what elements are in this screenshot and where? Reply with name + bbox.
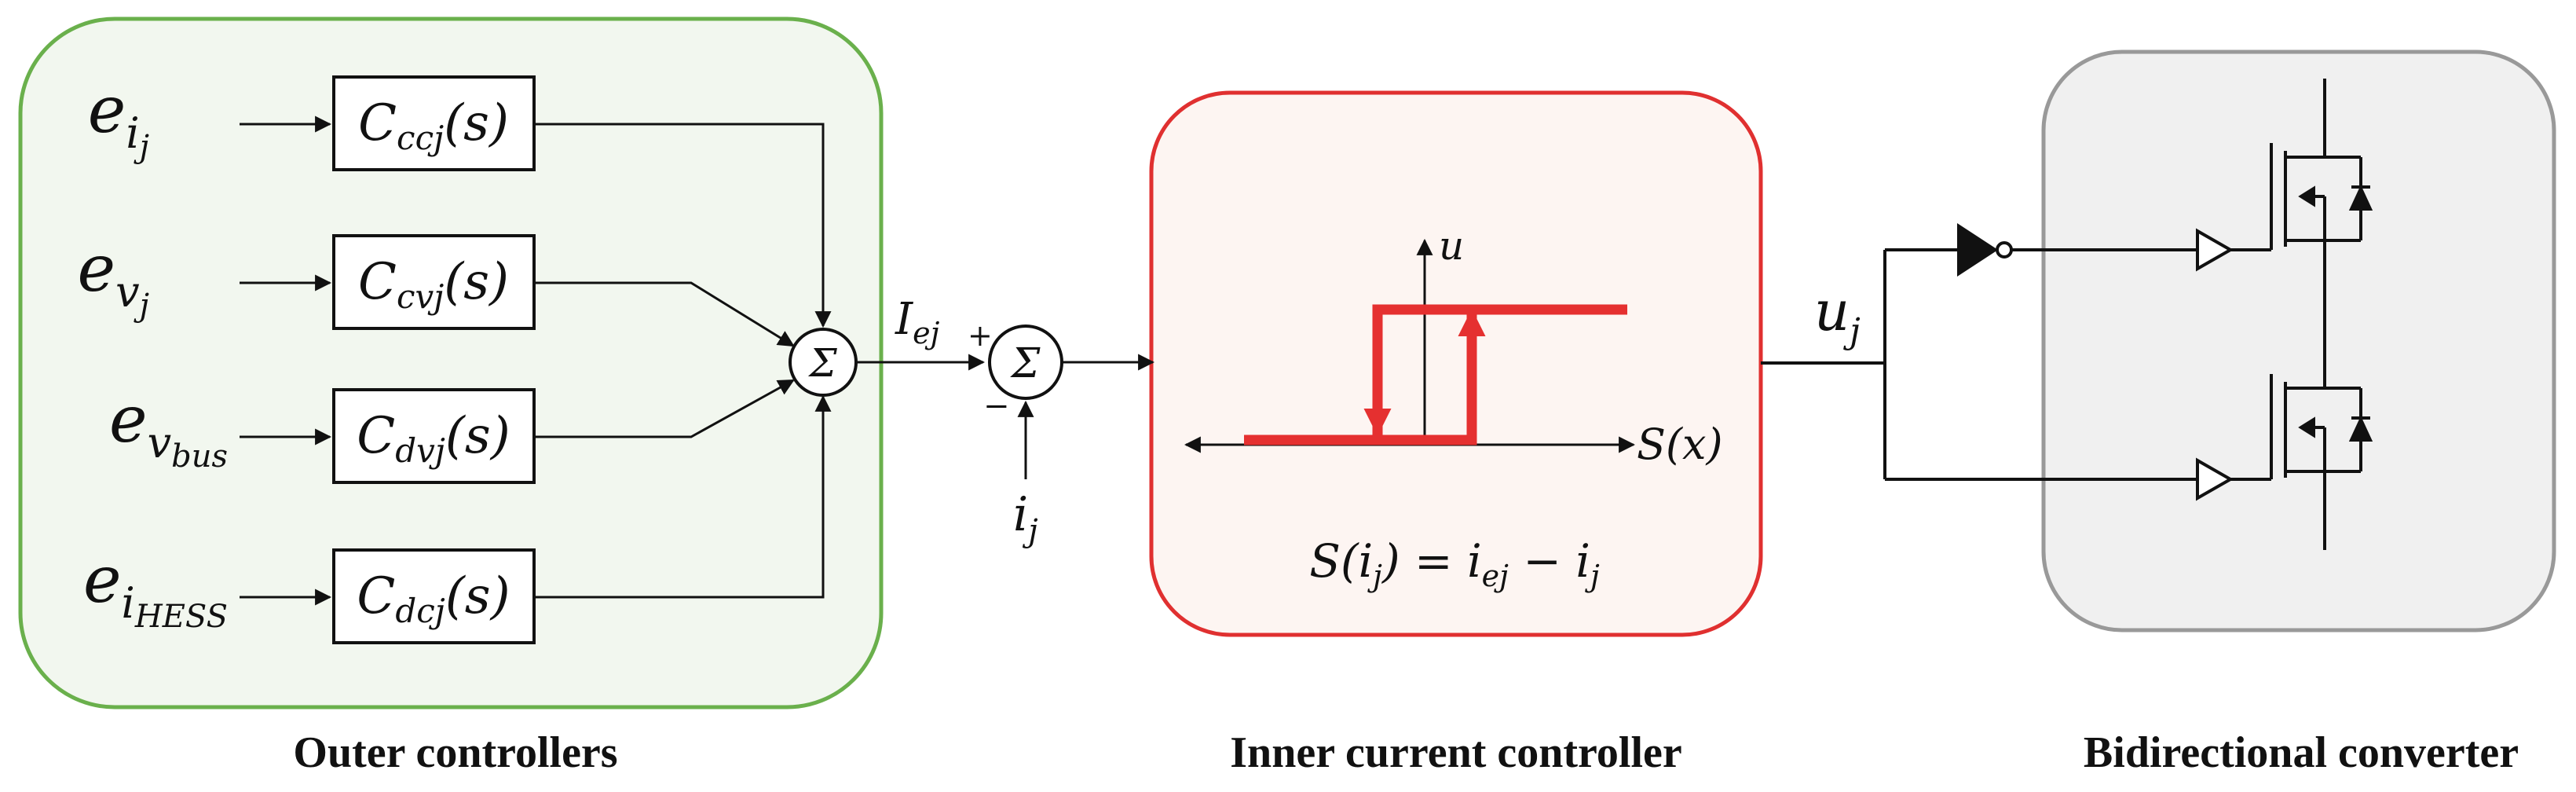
error-signal-e-vbus: evbus bbox=[109, 383, 228, 475]
block-c-cvj-label: Ccvj(s) bbox=[358, 253, 509, 316]
summation-symbol-outer: Σ bbox=[807, 340, 837, 386]
block-c-ccj-label: Cccj(s) bbox=[358, 94, 509, 157]
wire-dcj-to-sum bbox=[534, 394, 832, 599]
inner-current-controller-label: Inner current controller bbox=[1230, 728, 1681, 777]
inverter-gate bbox=[1957, 223, 1998, 277]
summation-symbol-current: Σ bbox=[1010, 340, 1041, 387]
wire-cvj-to-sum bbox=[534, 281, 795, 347]
feedback-current-label: ij bbox=[1013, 487, 1038, 549]
mosfet-bottom-icon bbox=[2260, 369, 2373, 550]
reference-current-label: Iej bbox=[895, 294, 940, 350]
block-c-dvj bbox=[332, 388, 536, 484]
block-c-dcj-label: Cdcj(s) bbox=[357, 567, 510, 630]
mosfet-top-icon bbox=[2260, 79, 2373, 369]
error-signal-e-ihess: eiHESS bbox=[83, 543, 228, 635]
bidirectional-converter-panel bbox=[2041, 50, 2556, 632]
bidirectional-converter-label: Bidirectional converter bbox=[2084, 728, 2519, 777]
u-axis-label: u bbox=[1439, 223, 1464, 269]
gate-driver-bottom bbox=[2196, 457, 2234, 501]
inverter-bubble bbox=[1996, 241, 2013, 258]
wire-dvj-to-sum bbox=[534, 379, 795, 438]
gate-driver-top bbox=[2196, 228, 2234, 272]
block-c-dvj-label: Cdvj(s) bbox=[357, 407, 510, 470]
error-signal-e-vj: evj bbox=[78, 232, 149, 324]
outer-controllers-label: Outer controllers bbox=[293, 728, 617, 777]
error-signal-e-ij: eij bbox=[88, 73, 149, 165]
switching-signal-label: uj bbox=[1814, 279, 1861, 351]
sum2-minus-sign: − bbox=[983, 388, 1010, 424]
block-c-cvj bbox=[332, 234, 536, 330]
switching-surface-equation: S(ij) = iej − ij bbox=[1309, 534, 1600, 593]
block-c-dcj bbox=[332, 548, 536, 644]
block-c-ccj bbox=[332, 75, 536, 171]
wire-ccj-to-sum bbox=[534, 123, 832, 328]
s-axis-label: S(x) bbox=[1637, 420, 1723, 469]
sum2-plus-sign: + bbox=[968, 318, 993, 353]
